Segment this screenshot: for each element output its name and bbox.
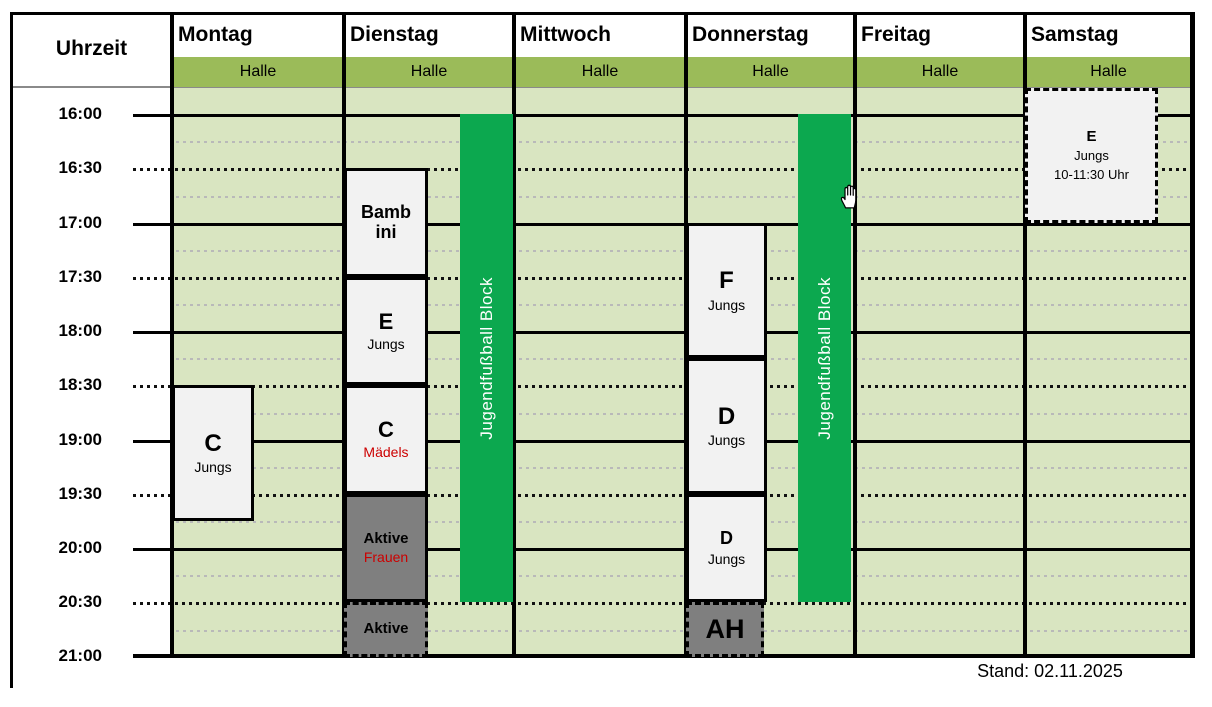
day-header-dienstag: Dienstag [350,23,439,46]
event-donnerstag-ah[interactable]: AH [686,602,764,657]
time-label: 17:00 [58,213,102,232]
day-header-mittwoch: Mittwoch [520,23,611,46]
day-header-samstag: Samstag [1031,23,1119,46]
event-title: Aktive [363,620,409,638]
gridline-quarter [176,521,1188,523]
gridline-21-00-bottom [133,654,1195,658]
column-separator [853,12,857,658]
event-title: E [378,308,394,334]
event-donnerstag-d-jungs-2[interactable]: D Jungs [686,494,767,602]
gridline-quarter [176,630,1188,632]
day-header-montag: Montag [178,23,253,46]
gridline-20-30 [133,602,1190,605]
gridline-19-30 [133,494,1190,497]
event-time-note: 10-11:30 Uhr [1054,166,1129,182]
frame-right [1190,12,1195,658]
event-montag-c-jungs[interactable]: C Jungs [172,385,254,521]
gridline-quarter [176,575,1188,577]
halle-subheader-dienstag: Halle [346,57,512,87]
event-dienstag-aktive[interactable]: Aktive [344,602,428,657]
time-label: 19:30 [58,484,102,503]
hand-cursor-icon [838,182,861,214]
event-title: C [378,417,394,443]
event-dienstag-e-jungs[interactable]: E Jungs [344,277,428,385]
event-subtitle: Jungs [707,432,746,448]
event-subtitle: Mädels [363,444,409,461]
time-label: 18:30 [58,375,102,394]
gridline-quarter [176,196,1188,198]
time-label: 20:30 [58,592,102,611]
event-subtitle: Jungs [707,550,746,567]
jugendfussball-block-donnerstag[interactable]: Jugendfußball Block [798,114,851,602]
halle-subheader-samstag: Halle [1027,57,1190,87]
gridline-20-00 [133,548,1190,551]
halle-subheader-donnerstag: Halle [688,57,853,87]
event-title: Bamb ini [360,201,411,242]
event-subtitle: Frauen [363,549,409,566]
stand-date: Stand: 02.11.2025 [977,661,1123,681]
event-dienstag-aktive-frauen[interactable]: Aktive Frauen [344,494,428,602]
gridline-16-00 [133,114,1190,117]
gridline-18-00 [133,331,1190,334]
event-title: D [720,527,733,548]
time-label: 20:00 [58,538,102,557]
time-label: 16:30 [58,158,102,177]
event-donnerstag-f-jungs[interactable]: F Jungs [686,223,767,358]
time-label: 18:00 [58,321,102,340]
time-column-header: Uhrzeit [55,37,128,60]
gridline-19-00 [133,440,1190,443]
gridline-17-30 [133,277,1190,280]
column-separator [170,12,174,658]
frame-left [10,12,13,688]
column-separator [1023,12,1027,658]
event-subtitle: Jungs [707,296,746,313]
halle-subheader-freitag: Halle [857,57,1023,87]
halle-subheader-mittwoch: Halle [516,57,684,87]
header-underline [13,86,1190,88]
event-samstag-e-jungs[interactable]: E Jungs 10-11:30 Uhr [1025,88,1158,223]
event-title: Aktive [363,529,409,547]
event-title: E [1086,127,1097,145]
gridline-18-30 [133,385,1190,388]
gridline-quarter [176,413,1188,415]
day-header-donnerstag: Donnerstag [692,23,809,46]
grid-background [172,88,1190,658]
gridline-17-00 [133,223,1190,226]
event-subtitle: Jungs [194,459,232,475]
event-title: F [719,267,734,295]
time-label: 21:00 [58,646,102,665]
time-label: 16:00 [58,104,102,123]
event-donnerstag-d-jungs-1[interactable]: D Jungs [686,358,767,494]
event-dienstag-c-maedels[interactable]: C Mädels [344,385,428,494]
gridline-quarter [176,250,1188,252]
time-label: 19:00 [58,430,102,449]
event-title: C [204,429,222,457]
gridline-quarter [176,358,1188,360]
event-subtitle: Jungs [367,335,405,352]
jugendfussball-block-label: Jugendfußball Block [814,276,834,440]
jugendfussball-block-dienstag[interactable]: Jugendfußball Block [460,114,513,602]
event-subtitle: Jungs [1074,148,1109,164]
event-title: D [717,402,736,430]
frame-top [10,12,1195,15]
event-dienstag-bambini[interactable]: Bamb ini [344,168,428,277]
jugendfussball-block-label: Jugendfußball Block [476,276,496,440]
time-label: 17:30 [58,267,102,286]
gridline-16-30 [133,168,1190,171]
column-separator [512,12,516,658]
gridline-quarter [176,467,1188,469]
day-header-freitag: Freitag [861,23,932,46]
halle-subheader-montag: Halle [174,57,342,87]
gridline-quarter [176,141,1188,143]
event-title: AH [705,613,745,644]
gridline-quarter [176,304,1188,306]
